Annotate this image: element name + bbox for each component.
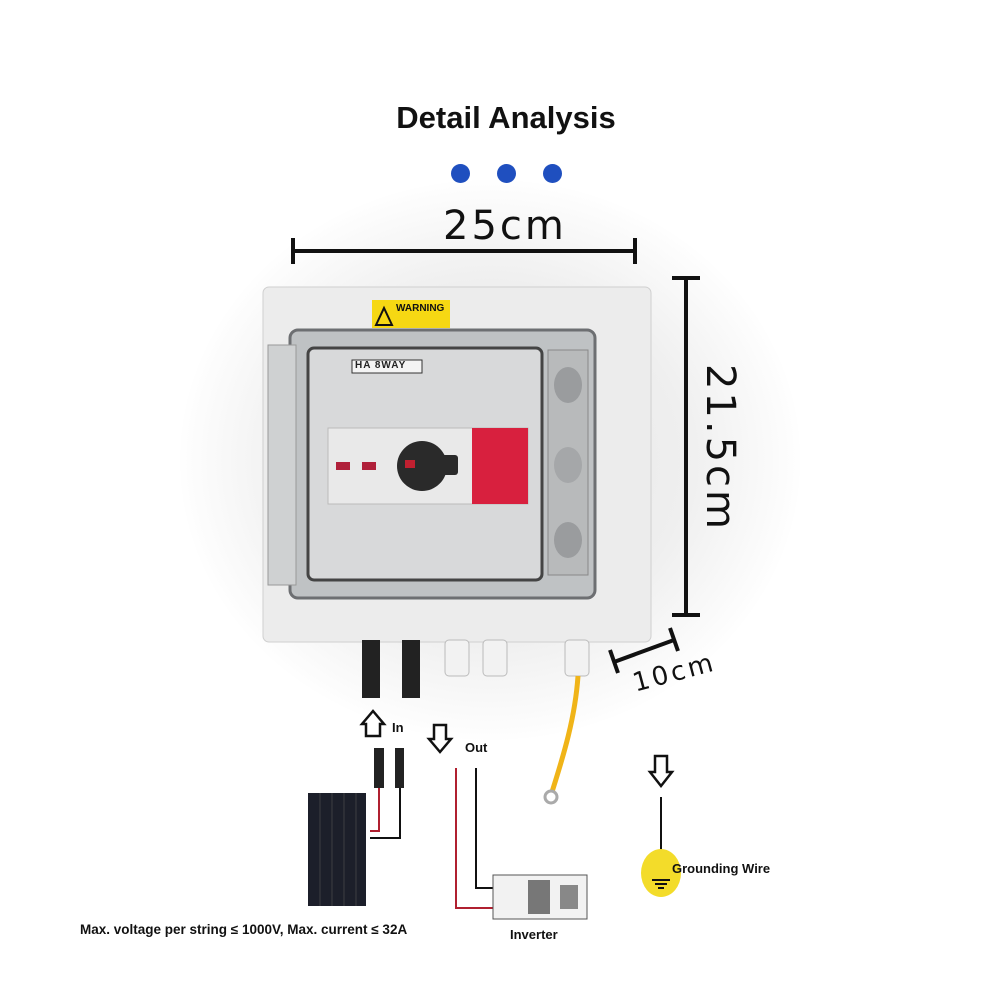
spec-text: Max. voltage per string ≤ 1000V, Max. cu… xyxy=(80,922,408,937)
in-label: In xyxy=(392,720,404,735)
in-arrow-icon xyxy=(359,709,387,738)
nameplate: HA 8WAY xyxy=(355,360,407,371)
grounding-label: Grounding Wire xyxy=(672,861,771,876)
width-label: 25cm xyxy=(443,203,567,249)
warning-label: WARNING xyxy=(396,303,445,314)
decor-dot xyxy=(543,164,562,183)
ground-arrow-icon xyxy=(647,754,675,789)
out-arrow-icon xyxy=(426,723,454,754)
ground-cable xyxy=(549,675,581,793)
enclosure-box xyxy=(262,286,652,698)
decor-dot xyxy=(451,164,470,183)
height-label: 21.5cm xyxy=(697,363,744,533)
ring-terminal xyxy=(543,789,559,805)
page-title: Detail Analysis xyxy=(396,100,616,135)
height-dimension-line xyxy=(672,276,700,617)
inverter-label: Inverter xyxy=(510,927,558,942)
width-dimension-line xyxy=(291,238,637,264)
ground-symbol-icon xyxy=(641,849,681,897)
decor-dot xyxy=(497,164,516,183)
out-label: Out xyxy=(465,740,488,755)
solar-panel xyxy=(308,793,366,906)
depth-dimension-line xyxy=(608,627,680,674)
